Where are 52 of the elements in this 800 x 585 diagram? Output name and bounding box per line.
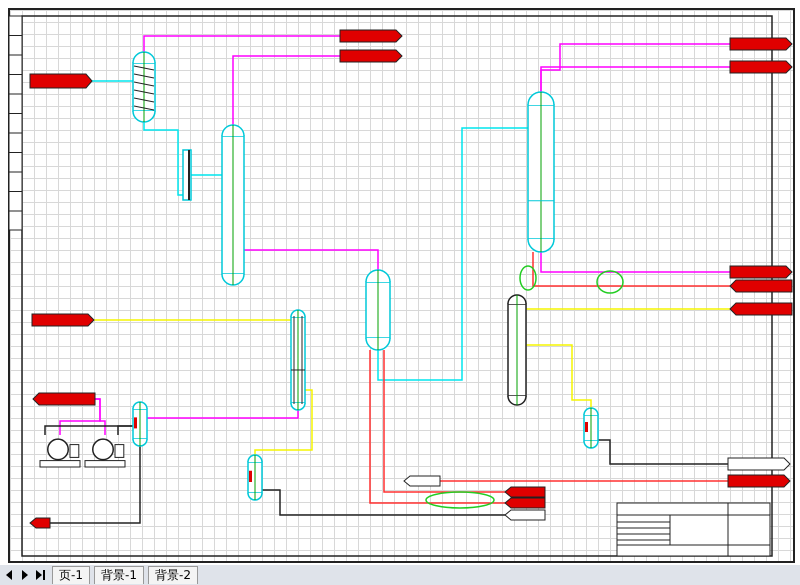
vessel-drawing — [248, 455, 262, 500]
vessel-drawing — [584, 408, 598, 448]
pipe-line — [143, 122, 183, 196]
stream-tag — [728, 458, 790, 470]
pipe-line — [383, 350, 505, 493]
stream-tag — [730, 61, 792, 73]
vessel-drawing — [508, 295, 526, 405]
pipe-line — [50, 446, 141, 524]
vessel-drawing — [133, 52, 155, 122]
stream-tag — [505, 510, 545, 520]
vessel-drawing — [222, 125, 244, 285]
pipe-line — [369, 350, 505, 504]
pipe-line — [262, 489, 505, 516]
stream-tag — [728, 475, 790, 487]
pipe-line — [147, 410, 299, 419]
pipe-line — [377, 127, 528, 381]
pipe-line — [254, 389, 313, 455]
stream-tag — [33, 393, 95, 405]
vessel-drawing — [528, 92, 554, 252]
pipe-line — [526, 308, 730, 310]
page-tab: 背景-2 — [148, 566, 198, 584]
stream-tag — [730, 266, 792, 278]
stream-tag — [730, 303, 792, 315]
pipe-line — [244, 249, 379, 270]
stream-tag — [404, 476, 440, 486]
stream-tag — [730, 280, 792, 292]
pipe-line — [143, 35, 340, 52]
tube-drawing — [183, 150, 191, 200]
pipe-line — [598, 439, 728, 465]
stream-tag — [340, 50, 402, 62]
stream-tag — [32, 314, 94, 326]
pipe-line — [540, 66, 730, 92]
vessel-drawing — [291, 310, 305, 410]
pipe-line — [540, 252, 730, 273]
stream-tag — [505, 487, 545, 497]
page-tab: 页-1 — [52, 566, 90, 584]
pipe-line — [95, 398, 106, 435]
pipe-line — [440, 480, 728, 482]
vessel-drawing — [366, 270, 390, 350]
stream-tag — [505, 498, 545, 508]
page-tab: 背景-1 — [94, 566, 144, 584]
pipe-line — [232, 55, 340, 125]
stream-tag — [730, 38, 792, 50]
pipe-line — [191, 174, 222, 176]
pipe-line — [117, 425, 133, 435]
vessel-drawing — [133, 402, 147, 446]
stream-tag — [30, 74, 92, 88]
pipe-line — [526, 344, 592, 408]
pipe-line — [532, 252, 730, 287]
pipe-line — [92, 80, 133, 82]
pipe-line — [94, 319, 291, 321]
stream-tag — [340, 30, 402, 42]
